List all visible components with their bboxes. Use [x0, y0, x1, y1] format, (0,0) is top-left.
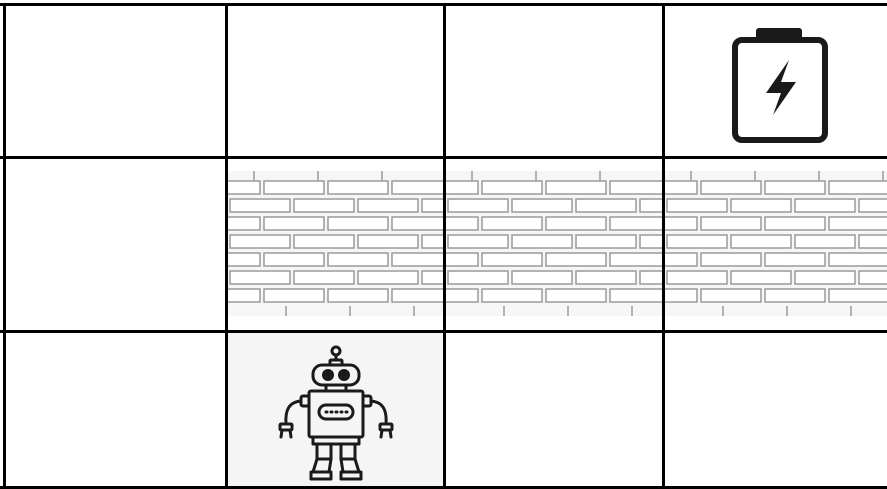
brick-wall-icon — [665, 159, 887, 330]
cell-r2-c1-empty[interactable] — [5, 159, 226, 330]
grid-line-col-3 — [662, 3, 665, 489]
battery-charging-icon — [729, 27, 833, 143]
cell-r2-c4-wall[interactable] — [665, 159, 887, 330]
cell-r2-c2-wall[interactable] — [228, 159, 444, 330]
cell-r3-c1-empty[interactable] — [5, 332, 226, 489]
brick-wall-icon — [228, 159, 444, 330]
cell-r1-c4-battery[interactable] — [665, 5, 887, 157]
robot-icon — [271, 344, 401, 484]
cell-r1-c3-empty[interactable] — [446, 5, 663, 157]
grid-line-left — [3, 3, 6, 489]
cell-r3-c3-empty[interactable] — [446, 332, 663, 489]
cell-r3-c2-robot[interactable] — [228, 332, 444, 489]
cell-r1-c2-empty[interactable] — [228, 5, 444, 157]
cell-r2-c3-wall[interactable] — [446, 159, 663, 330]
grid-line-col-1 — [225, 3, 228, 489]
brick-wall-icon — [446, 159, 663, 330]
cell-r3-c4-empty[interactable] — [665, 332, 887, 489]
cell-r1-c1-empty[interactable] — [5, 5, 226, 157]
grid-line-col-2 — [443, 3, 446, 489]
